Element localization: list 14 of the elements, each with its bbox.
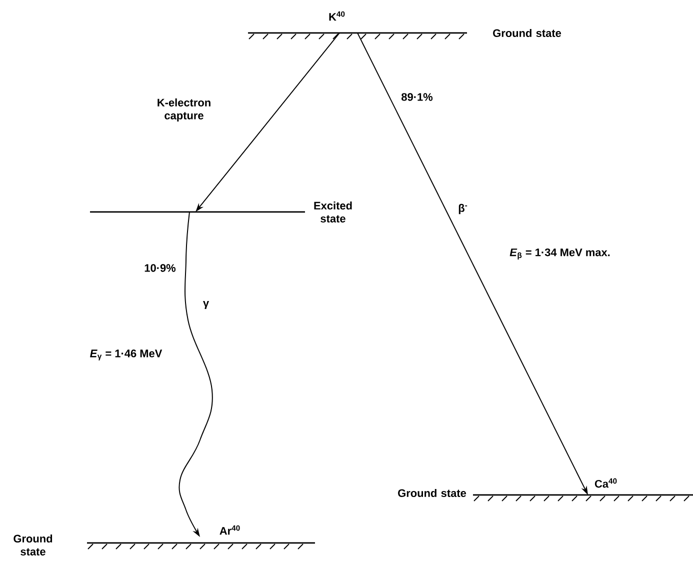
- level-label: K$^{40}$: [329, 11, 345, 21]
- level-label: Ground state: [398, 488, 466, 497]
- edge-label: K-electron capture: [158, 98, 210, 122]
- decay-label: E$_{β}$ = 1·34 MeV max.: [510, 248, 610, 260]
- edge-label: β$^{-}$: [458, 204, 468, 214]
- level-label: Ca$^{40}$: [594, 478, 617, 488]
- level-label: Excited state: [314, 202, 352, 222]
- decay-label: 89·1%: [402, 93, 433, 101]
- decay-label: E$_{γ}$ = 1·46 MeV: [90, 350, 162, 360]
- edge-label: γ: [203, 300, 209, 310]
- decay-label: 10·9%: [144, 264, 176, 272]
- level-label: Ground state: [14, 534, 52, 556]
- level-label: Ar$^{40}$: [220, 525, 240, 535]
- level-label: Ground state: [493, 28, 562, 38]
